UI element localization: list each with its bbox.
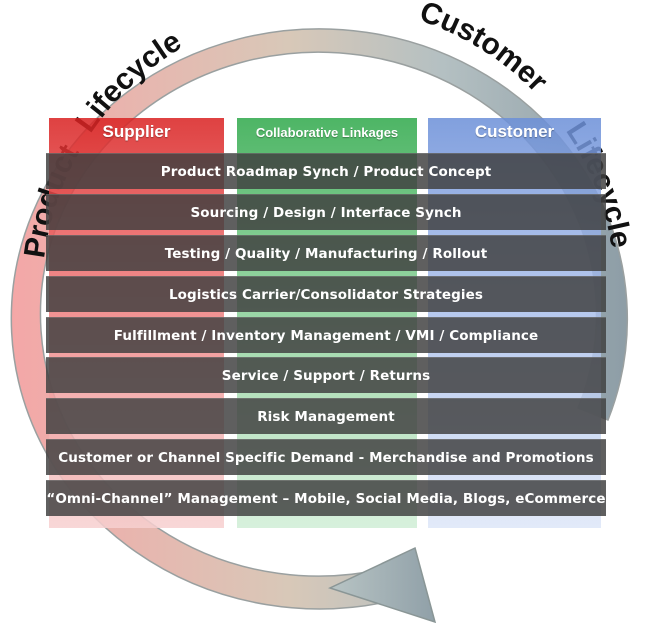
row-bar: Service / Support / Returns — [46, 357, 606, 393]
collaborative-header: Collaborative Linkages — [255, 124, 399, 140]
supplier-header: Supplier — [102, 122, 171, 141]
row-bar: Logistics Carrier/Consolidator Strategie… — [46, 276, 606, 312]
lifecycle-arrow-head — [327, 546, 437, 623]
row-bar: Customer or Channel Specific Demand - Me… — [46, 439, 606, 475]
customer-header: Customer — [474, 122, 555, 141]
row-bar: Fulfillment / Inventory Management / VMI… — [46, 317, 606, 353]
row-bar: Testing / Quality / Manufacturing / Roll… — [46, 235, 606, 271]
row-bar: Product Roadmap Synch / Product Concept — [46, 153, 606, 189]
lifecycle-ring — [10, 28, 628, 610]
row-bar: Risk Management — [46, 398, 606, 434]
row-bar: “Omni-Channel” Management – Mobile, Soci… — [46, 480, 606, 516]
row-bar: Sourcing / Design / Interface Synch — [46, 194, 606, 230]
